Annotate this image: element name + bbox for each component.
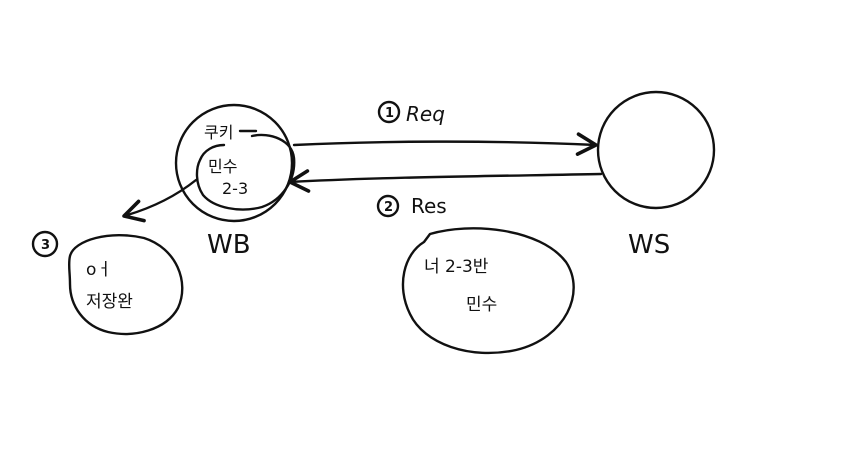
save-step-number: 3 bbox=[41, 238, 50, 253]
web-browser-node: 쿠키 민수 2-3 WB bbox=[174, 103, 296, 260]
cookie-value-name: 민수 bbox=[208, 157, 237, 176]
cookie-value-class: 2-3 bbox=[222, 179, 248, 198]
response-note-bubble bbox=[401, 227, 575, 355]
request-edge: 1 Req bbox=[292, 100, 598, 156]
request-step-circle bbox=[377, 100, 401, 124]
response-edge: 2 Res bbox=[288, 169, 603, 218]
save-edge: 3 bbox=[31, 178, 198, 258]
request-step-number: 1 bbox=[385, 106, 394, 121]
save-arrow bbox=[122, 178, 198, 223]
response-step-circle bbox=[376, 194, 400, 218]
request-arrow bbox=[292, 132, 598, 156]
response-step-number: 2 bbox=[384, 200, 393, 215]
response-arrow bbox=[288, 169, 603, 193]
web-browser-circle bbox=[174, 103, 294, 223]
request-label: Req bbox=[406, 102, 445, 126]
cookie-label: 쿠키 bbox=[204, 123, 233, 142]
response-note-line-2: 민수 bbox=[466, 295, 497, 315]
web-server-node: WS bbox=[596, 90, 716, 260]
saved-note: oㅓ 저장완 bbox=[67, 234, 184, 336]
save-step-circle bbox=[31, 230, 59, 258]
response-note-line-1: 너 2-3반 bbox=[424, 257, 489, 277]
saved-note-bubble bbox=[67, 234, 184, 336]
cookie-outline bbox=[195, 133, 296, 211]
response-body-note: 너 2-3반 민수 bbox=[401, 227, 575, 355]
response-label: Res bbox=[411, 194, 447, 218]
saved-note-line-2: 저장완 bbox=[86, 292, 133, 312]
web-server-circle bbox=[596, 90, 716, 210]
saved-note-line-1: oㅓ bbox=[86, 260, 112, 280]
web-server-label: WS bbox=[628, 230, 670, 260]
web-browser-label: WB bbox=[207, 230, 251, 260]
